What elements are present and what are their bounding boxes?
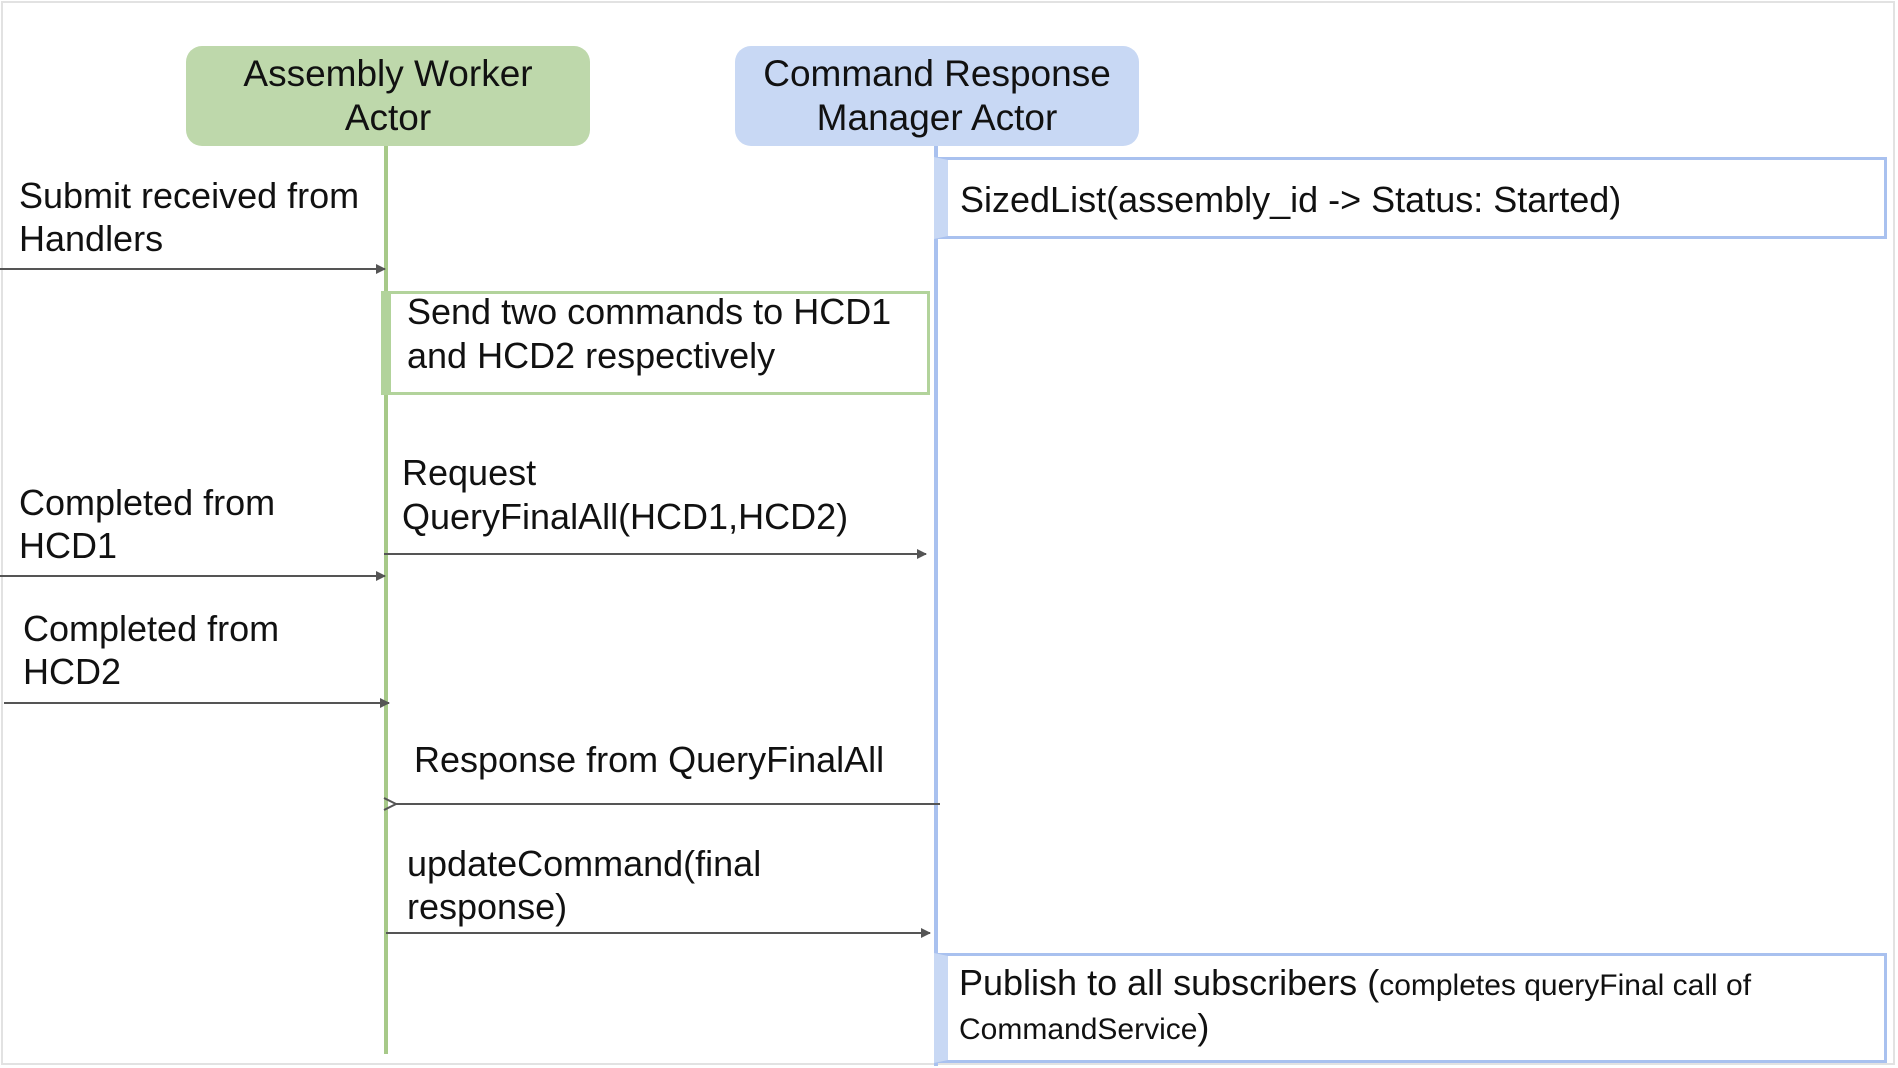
publish-note-part1: completes queryFinal call of: [1379, 969, 1752, 1002]
publish-paren-close: ): [1197, 1006, 1210, 1047]
publish-main: Publish to all subscribers: [959, 962, 1358, 1003]
manager-actor-line2: Manager Actor: [816, 97, 1058, 138]
publish-note-part2: CommandService: [959, 1013, 1198, 1046]
publish-line1: Publish to all subscribers (completes qu…: [959, 961, 1751, 1008]
request-label-line2: QueryFinalAll(HCD1,HCD2): [402, 496, 849, 537]
sized-list-text: SizedList(assembly_id -> Status: Started…: [960, 179, 1622, 220]
publish-line2: CommandService): [959, 1005, 1209, 1052]
sized-list-box: [934, 157, 1887, 239]
update-label-line2: response): [407, 886, 568, 927]
publish-box: [934, 953, 1887, 1063]
completed-hcd1-label-line1: Completed from: [19, 482, 276, 523]
worker-actor-line2: Actor: [344, 97, 432, 138]
manager-lifeline: [934, 146, 938, 1066]
assembly-worker-actor: Assembly Worker Actor: [186, 46, 590, 146]
request-label-line1: Request: [402, 452, 537, 493]
completed-hcd2-label-line2: HCD2: [23, 651, 122, 692]
completed-hcd1-label-line2: HCD1: [19, 525, 118, 566]
manager-actor-line1: Command Response: [763, 53, 1111, 94]
submit-label-line2: Handlers: [19, 218, 164, 259]
update-label-line1: updateCommand(final: [407, 843, 762, 884]
submit-label-line1: Submit received from: [19, 175, 360, 216]
response-label: Response from QueryFinalAll: [414, 739, 885, 780]
worker-actor-line1: Assembly Worker: [243, 53, 533, 94]
worker-lifeline: [384, 146, 388, 1054]
completed-hcd2-label-line1: Completed from: [23, 608, 280, 649]
send-commands-line2: and HCD2 respectively: [407, 335, 776, 376]
publish-paren-open: (: [1357, 962, 1380, 1003]
send-commands-line1: Send two commands to HCD1: [407, 291, 892, 332]
command-response-manager-actor: Command Response Manager Actor: [735, 46, 1139, 146]
send-commands-box: [381, 291, 930, 395]
